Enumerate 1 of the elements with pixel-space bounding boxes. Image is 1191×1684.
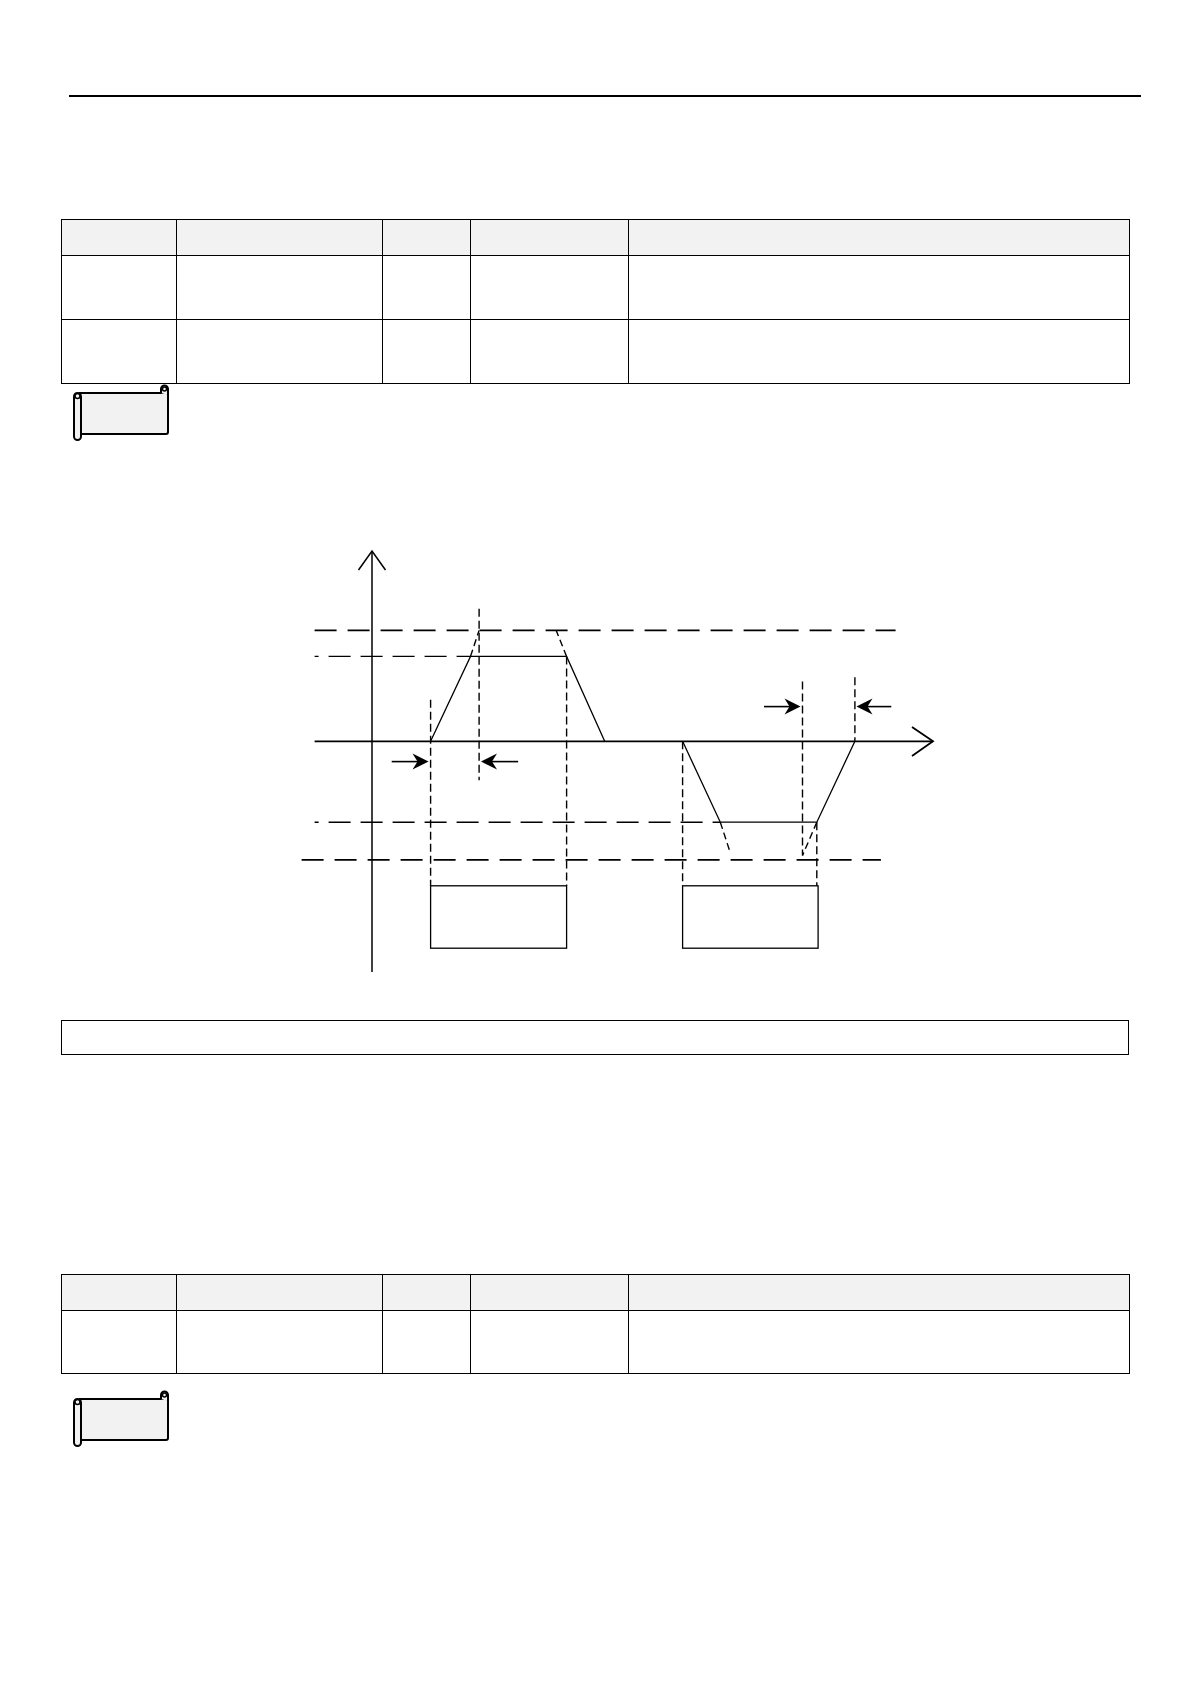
- empty-frame: [61, 1019, 1129, 1055]
